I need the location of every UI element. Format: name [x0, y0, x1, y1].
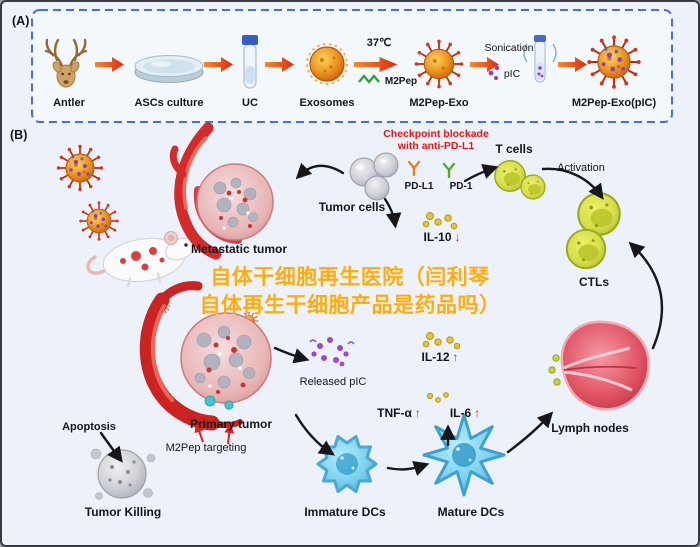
dying-tumor-icon — [90, 448, 156, 500]
mouse-icon — [86, 231, 196, 288]
label-exosomes: Exosomes — [299, 97, 355, 109]
panel-a-tag: (A) — [12, 14, 30, 28]
metastatic-tumor-icon — [169, 122, 274, 260]
antler-icon — [44, 38, 88, 88]
il10-dots-icon — [422, 212, 458, 230]
label-ascs-culture: ASCs culture — [134, 97, 204, 109]
label-tumor-killing: Tumor Killing — [84, 505, 162, 519]
label-apoptosis: Apoptosis — [62, 421, 116, 433]
label-pdl1: PD-L1 — [404, 181, 434, 192]
petri-dish-icon — [134, 55, 204, 83]
label-antler: Antler — [53, 97, 85, 109]
label-pic: pIC — [503, 68, 521, 80]
label-m2pep-exo-pic: M2Pep-Exo(pIC) — [571, 97, 657, 109]
il12-dots-icon — [422, 332, 461, 350]
immature-dc-icon — [316, 434, 378, 494]
m2pep-targeting-arrows — [194, 422, 235, 445]
ctl-cell-icon — [577, 192, 621, 236]
il6-up-arrow-icon: ↑ — [474, 406, 481, 420]
tnf-il6-dots-icon — [426, 392, 449, 403]
tnfa-label: TNF-α↑ — [377, 406, 421, 421]
il6-label: IL-6↑ — [449, 406, 481, 421]
pic-dots-icon — [488, 65, 500, 80]
label-pd1: PD-1 — [449, 181, 473, 192]
lymph-node-icon — [548, 320, 650, 411]
primary-tumor-icon — [139, 281, 272, 431]
flow-arrows — [99, 162, 664, 476]
label-lymph-nodes: Lymph nodes — [551, 421, 629, 435]
virus-particle-icon — [79, 201, 118, 240]
label-m2pep-exo: M2Pep-Exo — [409, 97, 469, 109]
label-activation: Activation — [557, 162, 605, 174]
mature-dc-icon — [422, 413, 506, 497]
label-ctls: CTLs — [579, 275, 609, 289]
panel-b-tag: (B) — [10, 128, 28, 142]
tnfa-up-arrow-icon: ↑ — [414, 406, 421, 420]
ctl-cell-icon — [565, 228, 607, 270]
il10-label: IL-10↓ — [423, 230, 461, 245]
checkpoint-line2: with anti-PD-L1 — [397, 140, 475, 152]
il6-text: IL-6 — [449, 406, 472, 420]
sonication-tube-icon — [523, 35, 557, 83]
il12-text: IL-12 — [421, 350, 450, 364]
label-m2pep-targeting: M2Pep targeting — [165, 442, 247, 454]
label-37c: 37℃ — [366, 37, 392, 49]
label-uc: UC — [242, 97, 258, 109]
il12-label: IL-12↑ — [421, 350, 459, 365]
label-t-cells: T cells — [495, 142, 533, 156]
t-cell-icon — [520, 174, 546, 200]
pd1-receptor-icon — [442, 162, 456, 179]
label-m2pep-peptide: M2Pep — [384, 76, 418, 87]
label-primary-tumor: Primary tumor — [189, 417, 273, 431]
il10-text: IL-10 — [423, 230, 452, 244]
anti-pdl1-antibody-icon — [407, 160, 421, 177]
label-mature-dcs: Mature DCs — [437, 505, 505, 519]
tnfa-text: TNF-α — [377, 406, 412, 420]
m2pep-peptide-icon — [358, 74, 380, 84]
label-sonication: Sonication — [484, 42, 534, 54]
il12-up-arrow-icon: ↑ — [452, 350, 459, 364]
il10-down-arrow-icon: ↓ — [454, 230, 461, 244]
label-metastatic-tumor: Metastatic tumor — [190, 242, 288, 256]
checkpoint-line1: Checkpoint blockade — [383, 128, 489, 140]
released-pic-dots-icon — [309, 337, 355, 367]
centrifuge-tube-icon — [242, 35, 258, 89]
label-immature-dcs: Immature DCs — [304, 505, 386, 519]
virus-particle-icon — [57, 145, 103, 191]
tumor-cells-icon — [349, 152, 399, 201]
panel-a-box — [31, 9, 673, 123]
label-tumor-cells: Tumor cells — [318, 200, 386, 214]
label-released-pic: Released pIC — [299, 376, 367, 388]
